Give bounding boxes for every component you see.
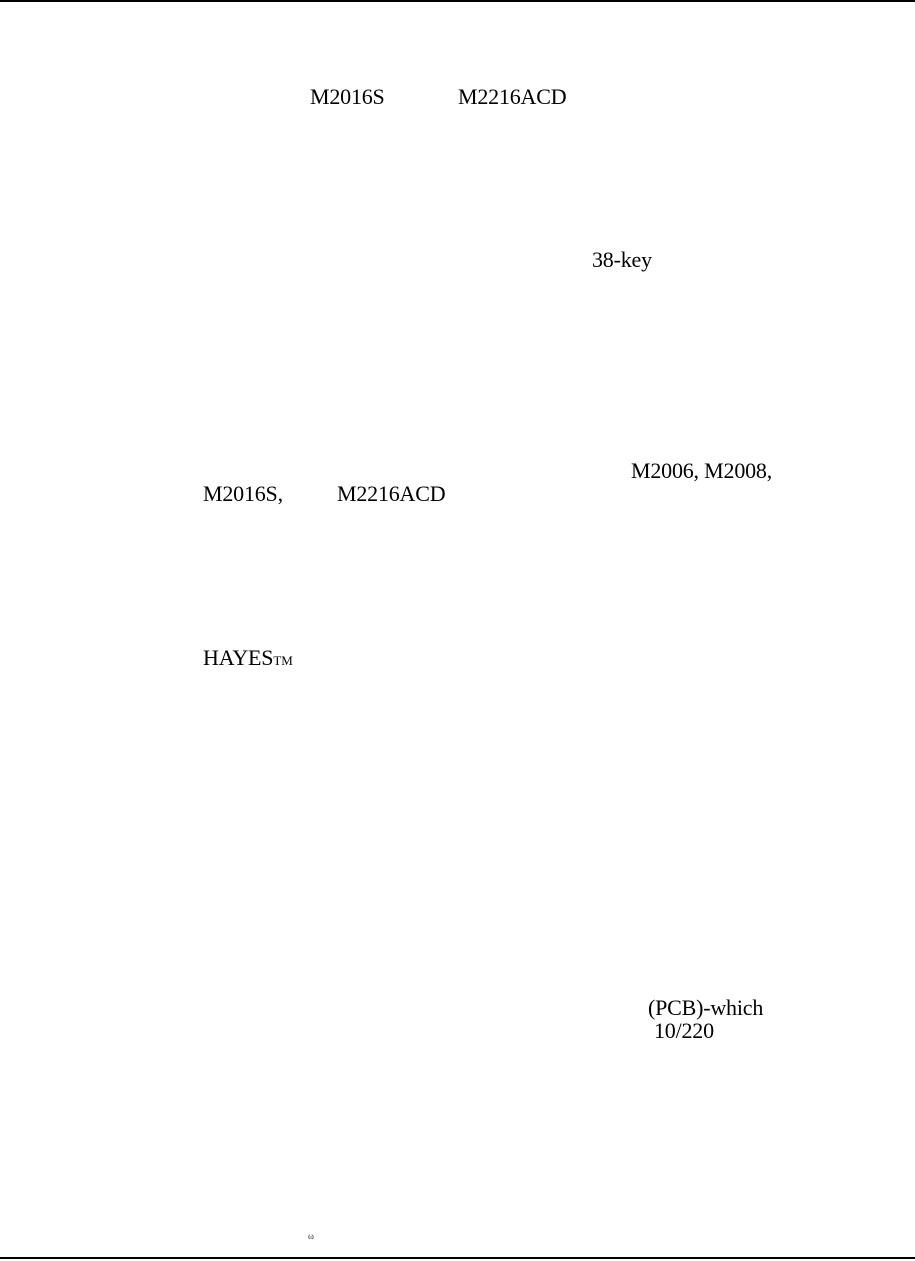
trademark-symbol: TM — [273, 653, 293, 668]
text-fragment: 38-key — [592, 247, 652, 272]
text-fragment: M2006, M2008, — [631, 458, 773, 483]
text-fragment: M2016S — [310, 84, 385, 109]
text-fragment: M2216ACD — [458, 84, 567, 109]
top-rule — [0, 0, 915, 2]
text-fragment: HAYESTM — [203, 647, 293, 672]
bottom-rule — [0, 1257, 915, 1259]
text-fragment: 10/220 — [654, 1018, 714, 1043]
text-fragment: (PCB)-which — [648, 995, 764, 1020]
text-fragment: M2216ACD — [337, 481, 446, 506]
text-fragment: M2016S, — [203, 481, 283, 506]
hayes-text: HAYES — [203, 645, 274, 670]
scan-speck: ω — [308, 1231, 314, 1241]
